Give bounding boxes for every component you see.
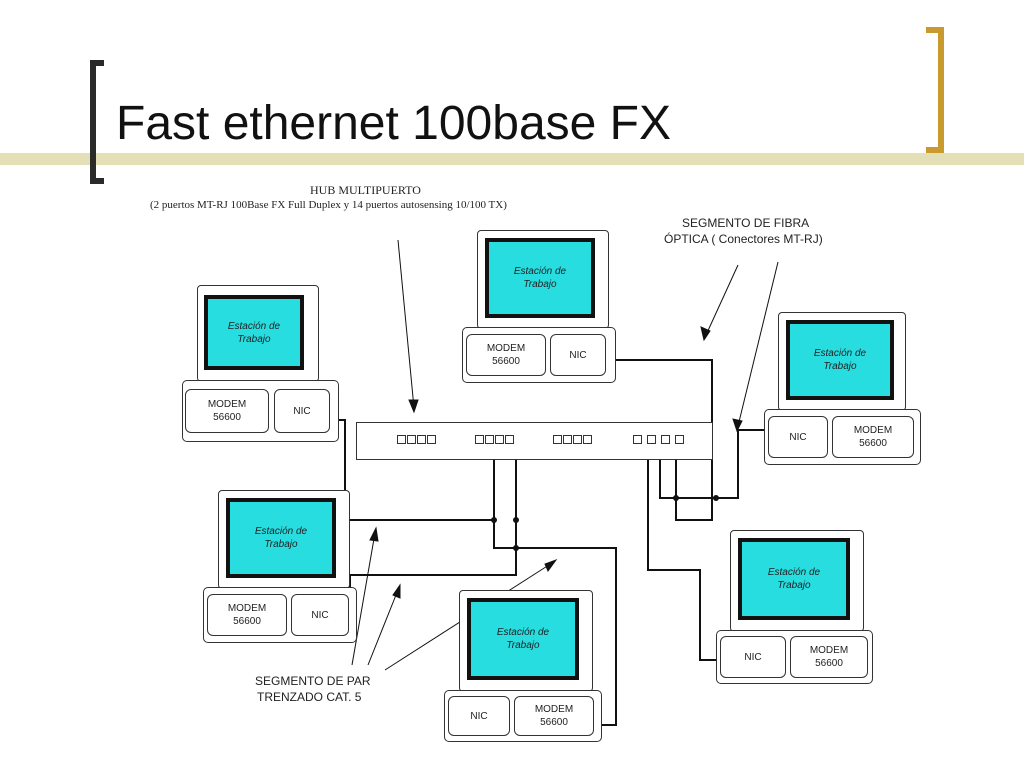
nic-label: NIC <box>744 651 762 663</box>
right-bracket-decoration <box>926 27 944 153</box>
title-underline-band <box>0 153 1024 165</box>
modem-box: MODEM 56600 <box>207 594 287 636</box>
twisted-label-line1: SEGMENTO DE PAR <box>255 674 371 688</box>
modem-label: MODEM <box>227 603 267 614</box>
screen-label: Estación de <box>496 627 550 638</box>
hub-port <box>647 435 656 444</box>
hub-port <box>407 435 416 444</box>
modem-box: MODEM 56600 <box>185 389 269 433</box>
left-bracket-decoration <box>90 60 104 184</box>
modem-speed: 56600 <box>859 438 887 449</box>
hub-port <box>573 435 582 444</box>
modem-speed: 56600 <box>540 717 568 728</box>
screen-label: Trabajo <box>523 279 557 290</box>
cable-ws-bottom <box>493 520 617 726</box>
hub-subtitle-label: (2 puertos MT-RJ 100Base FX Full Duplex … <box>150 199 507 211</box>
screen-label: Trabajo <box>237 333 271 345</box>
monitor-screen: Estación de Trabajo <box>738 538 850 620</box>
monitor-screen: Estación de Trabajo <box>786 320 894 400</box>
screen-label: Estación de <box>513 266 567 277</box>
hub-port <box>495 435 504 444</box>
nic-label: NIC <box>470 710 488 722</box>
modem-box: MODEM 56600 <box>514 696 594 736</box>
modem-box: MODEM 56600 <box>832 416 914 458</box>
hub-port <box>505 435 514 444</box>
hub-title-label: HUB MULTIPUERTO <box>310 183 421 197</box>
screen-label: Trabajo <box>777 580 811 591</box>
cable-ws-right-bottom <box>647 440 722 661</box>
modem-label: MODEM <box>486 343 526 354</box>
hub-port <box>475 435 484 444</box>
nic-box: NIC <box>291 594 349 636</box>
modem-label: MODEM <box>207 399 247 410</box>
modem-speed: 56600 <box>233 616 261 627</box>
fiber-label-line2: ÓPTICA ( Conectores MT-RJ) <box>664 232 823 246</box>
nic-box: NIC <box>720 636 786 678</box>
nic-box: NIC <box>768 416 828 458</box>
hub-multiport <box>356 422 713 460</box>
hub-port <box>427 435 436 444</box>
monitor-screen: Estación de Trabajo <box>485 238 595 318</box>
hub-port <box>661 435 670 444</box>
monitor-screen: Estación de Trabajo <box>467 598 579 680</box>
nic-label: NIC <box>293 405 311 417</box>
hub-port <box>417 435 426 444</box>
nic-label: NIC <box>311 609 329 621</box>
screen-label: Estación de <box>767 567 821 578</box>
modem-box: MODEM 56600 <box>790 636 868 678</box>
screen-label: Estación de <box>227 320 281 332</box>
nic-label: NIC <box>789 431 807 443</box>
screen-label: Trabajo <box>506 640 540 651</box>
nic-box: NIC <box>274 389 330 433</box>
twisted-label-line2: TRENZADO CAT. 5 <box>257 690 362 704</box>
hub-port <box>553 435 562 444</box>
screen-label: Trabajo <box>823 361 857 372</box>
slide-title: Fast ethernet 100base FX <box>116 97 671 150</box>
hub-port <box>633 435 642 444</box>
hub-port <box>485 435 494 444</box>
screen-label: Trabajo <box>264 539 298 550</box>
screen-label: Estación de <box>254 526 308 537</box>
hub-port <box>397 435 406 444</box>
hub-port <box>583 435 592 444</box>
nic-label: NIC <box>569 349 587 361</box>
nic-box: NIC <box>550 334 606 376</box>
monitor-screen: Estación de Trabajo <box>226 498 336 578</box>
cable-ws-left-bottom <box>349 440 517 598</box>
modem-speed: 56600 <box>492 356 520 367</box>
modem-label: MODEM <box>809 645 849 656</box>
fiber-ws-top <box>602 359 713 521</box>
modem-speed: 56600 <box>213 412 241 423</box>
modem-box: MODEM 56600 <box>466 334 546 376</box>
hub-port <box>675 435 684 444</box>
hub-port <box>563 435 572 444</box>
nic-box: NIC <box>448 696 510 736</box>
modem-speed: 56600 <box>815 658 843 669</box>
fiber-ws-right <box>659 429 765 499</box>
screen-label: Estación de <box>813 348 867 359</box>
fiber-label-line1: SEGMENTO DE FIBRA <box>682 216 810 230</box>
modem-label: MODEM <box>853 425 893 436</box>
modem-label: MODEM <box>534 704 574 715</box>
